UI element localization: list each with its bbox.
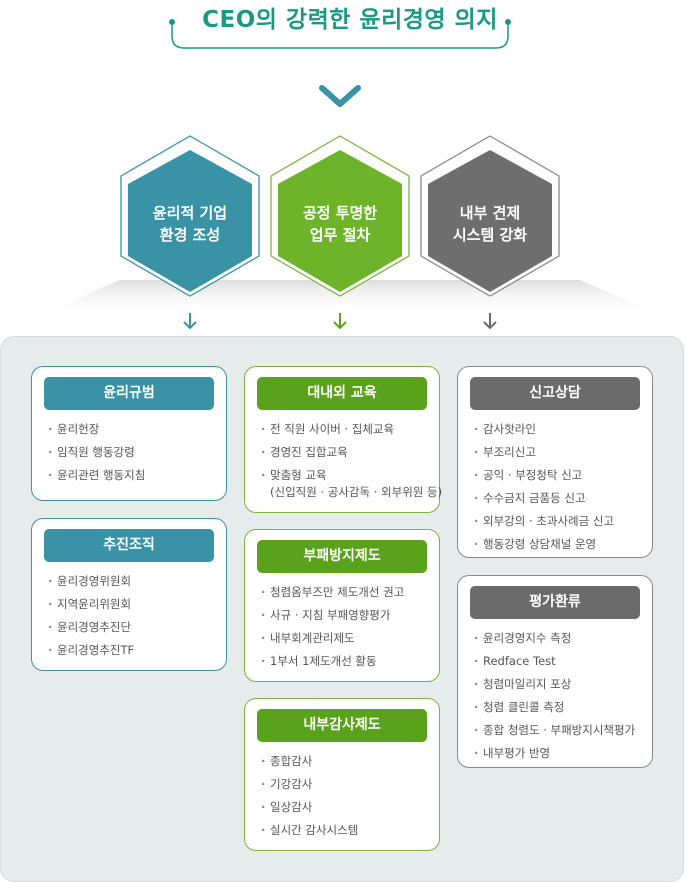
list-item-subtext: (신입직원 · 공사감독 · 외부위원 등) xyxy=(270,485,443,499)
list-item: 전 직원 사이버 · 집체교육 xyxy=(261,418,431,441)
list-item: 부조리신고 xyxy=(474,441,644,464)
hex-fill-2 xyxy=(278,150,402,292)
item-list: 윤리경영지수 측정 Redface Test 청렴마일리지 포상 청렴 클린콜 … xyxy=(474,627,644,765)
list-item: 청렴 클린콜 측정 xyxy=(474,696,644,719)
box-title: 윤리규범 xyxy=(44,377,214,410)
list-item: 청렴옴부즈만 제도개선 권고 xyxy=(261,581,431,604)
list-item: 공익 · 부정청탁 신고 xyxy=(474,464,644,487)
arrow-down-icon xyxy=(183,313,197,330)
arrow-down-icon xyxy=(333,313,347,330)
list-item: 청렴마일리지 포상 xyxy=(474,673,644,696)
list-item: 윤리경영위원회 xyxy=(48,570,218,593)
list-item: 종합감사 xyxy=(261,750,431,773)
box-title: 부패방지제도 xyxy=(257,540,427,573)
item-list: 윤리헌장 임직원 행동강령 윤리관련 행동지침 xyxy=(48,418,218,487)
item-list: 감사핫라인 부조리신고 공익 · 부정청탁 신고 수수금지 금품등 신고 외부강… xyxy=(474,418,644,556)
list-item: Redface Test xyxy=(474,650,644,673)
pillar-2-line2: 업무 절차 xyxy=(309,226,371,244)
box-evaluation: 평가환류 윤리경영지수 측정 Redface Test 청렴마일리지 포상 청렴… xyxy=(457,575,653,768)
title-bracket-line xyxy=(169,19,511,49)
list-item: 지역윤리위원회 xyxy=(48,593,218,616)
list-item: 내부회계관리제도 xyxy=(261,627,431,650)
hex-fill-1 xyxy=(128,150,252,292)
pillar-1-caption: 윤리적 기업 환경 조성 xyxy=(120,202,260,246)
list-item: 사규 · 지침 부패영향평가 xyxy=(261,604,431,627)
list-item: 윤리관련 행동지침 xyxy=(48,464,218,487)
pillar-1-line2: 환경 조성 xyxy=(159,226,221,244)
box-reporting: 신고상담 감사핫라인 부조리신고 공익 · 부정청탁 신고 수수금지 금품등 신… xyxy=(457,366,653,558)
list-item: 실시간 감사시스템 xyxy=(261,819,431,842)
list-item: 윤리경영추진단 xyxy=(48,616,218,639)
box-internal-audit: 내부감사제도 종합감사 기강감사 일상감사 실시간 감사시스템 xyxy=(244,698,440,851)
box-education: 대내외 교육 전 직원 사이버 · 집체교육 경영진 집합교육 맞춤형 교육 (… xyxy=(244,366,443,513)
box-title: 평가환류 xyxy=(470,586,640,619)
list-item: 윤리헌장 xyxy=(48,418,218,441)
list-item: 기강감사 xyxy=(261,773,431,796)
arrow-down-icon xyxy=(483,313,497,330)
list-item: 외부강의 · 초과사례금 신고 xyxy=(474,510,644,533)
list-item: 내부평가 반영 xyxy=(474,742,644,765)
list-item: 1부서 1제도개선 활동 xyxy=(261,650,431,673)
chevron-down-icon xyxy=(319,85,361,107)
box-ethics-norms: 윤리규범 윤리헌장 임직원 행동강령 윤리관련 행동지침 xyxy=(31,366,227,501)
list-item-text: 맞춤형 교육 xyxy=(270,468,327,482)
list-item: 수수금지 금품등 신고 xyxy=(474,487,644,510)
hex-fill-3 xyxy=(428,150,552,292)
box-title: 신고상담 xyxy=(470,377,640,410)
list-item: 종합 청렴도 · 부패방지시책평가 xyxy=(474,719,644,742)
item-list: 청렴옴부즈만 제도개선 권고 사규 · 지침 부패영향평가 내부회계관리제도 1… xyxy=(261,581,431,673)
box-organization: 추진조직 윤리경영위원회 지역윤리위원회 윤리경영추진단 윤리경영추진TF xyxy=(31,518,227,671)
list-item: 임직원 행동강령 xyxy=(48,441,218,464)
pillar-hexagons xyxy=(40,135,660,315)
list-item: 맞춤형 교육 (신입직원 · 공사감독 · 외부위원 등) xyxy=(261,464,443,500)
item-list: 종합감사 기강감사 일상감사 실시간 감사시스템 xyxy=(261,750,431,842)
list-item: 경영진 집합교육 xyxy=(261,441,431,464)
pillar-3-line2: 시스템 강화 xyxy=(452,226,528,244)
pillar-2-line1: 공정 투명한 xyxy=(302,204,378,222)
page-title: CEO의 강력한 윤리경영 의지 xyxy=(202,7,498,33)
pillar-1-line1: 윤리적 기업 xyxy=(152,204,228,222)
box-title: 추진조직 xyxy=(44,529,214,562)
list-item: 일상감사 xyxy=(261,796,431,819)
list-item: 윤리경영지수 측정 xyxy=(474,627,644,650)
box-title: 내부감사제도 xyxy=(257,709,427,742)
box-title: 대내외 교육 xyxy=(257,377,427,410)
item-list: 윤리경영위원회 지역윤리위원회 윤리경영추진단 윤리경영추진TF xyxy=(48,570,218,662)
list-item: 행동강령 상담채널 운영 xyxy=(474,533,644,556)
pillar-3-caption: 내부 견제 시스템 강화 xyxy=(420,202,560,246)
pillar-2-caption: 공정 투명한 업무 절차 xyxy=(270,202,410,246)
list-item: 감사핫라인 xyxy=(474,418,644,441)
item-list: 전 직원 사이버 · 집체교육 경영진 집합교육 맞춤형 교육 (신입직원 · … xyxy=(261,418,443,500)
box-anti-corruption: 부패방지제도 청렴옴부즈만 제도개선 권고 사규 · 지침 부패영향평가 내부회… xyxy=(244,529,440,682)
pillar-3-line1: 내부 견제 xyxy=(459,204,521,222)
list-item: 윤리경영추진TF xyxy=(48,639,218,662)
